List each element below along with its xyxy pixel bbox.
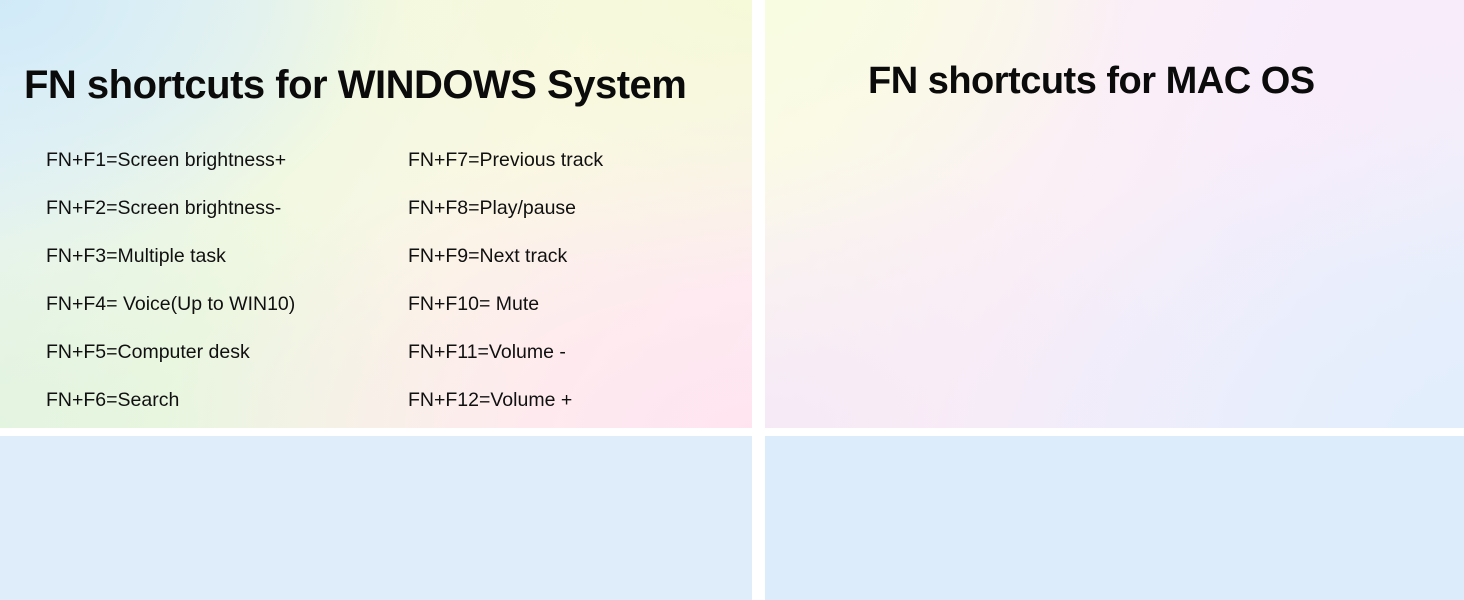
shortcut-item: FN+F5=Computer desk [46,341,250,363]
shortcut-item: FN+F8=Play/pause [408,197,577,219]
mac-extra-shortcuts-panel: FN+I= HOME FN+{I= PAUSE FN+O= END FN+ESC… [765,436,1464,600]
shortcut-item: FN+F12=Volume + [408,389,573,411]
shortcut-item: FN+F1=Screen brightness+ [46,149,287,171]
mac-panel-title: FN shortcuts for MAC OS [868,60,1315,102]
shortcut-item: FN+F4= Voice(Up to WIN10) [46,293,296,315]
shortcut-item: FN+F11=Volume - [408,341,566,363]
shortcut-item: FN+F9=Next track [408,245,568,267]
shortcut-item: FN+F10= Mute [408,293,540,315]
windows-shortcuts-grid: FN+F1=Screen brightness+ FN+F7=Previous … [46,136,603,424]
windows-extra-shortcuts-panel: FN+I= HOME FN+{I= PAUSE FN+O= END FN+WIN… [0,436,752,600]
shortcut-item: FN+F2=Screen brightness- [46,197,282,219]
shortcut-item: FN+F7=Previous track [408,149,604,171]
windows-shortcuts-panel: FN shortcuts for WINDOWS System FN+F1=Sc… [0,0,752,428]
mac-shortcuts-panel: FN shortcuts for MAC OS FN+F1=Screen bri… [765,0,1464,428]
shortcut-item: FN+F6=Search [46,389,180,411]
shortcut-item: FN+F3=Multiple task [46,245,226,267]
windows-panel-title: FN shortcuts for WINDOWS System [24,63,687,107]
